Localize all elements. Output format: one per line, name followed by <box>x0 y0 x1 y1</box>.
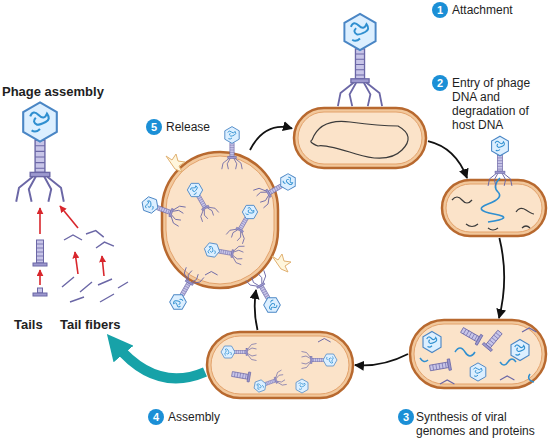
tail-fiber <box>440 380 454 384</box>
assembly-arrow <box>75 252 78 274</box>
phage <box>338 14 382 106</box>
phage <box>203 239 245 264</box>
phage <box>253 169 300 208</box>
tail-fiber <box>95 241 113 248</box>
callout-number: 2 <box>432 75 448 91</box>
stage-label: Entry of phage DNA and degradation of ho… <box>452 76 548 132</box>
tail-fiber <box>205 272 218 276</box>
stage-label: Attachment <box>452 3 548 17</box>
phage <box>246 270 285 317</box>
phage <box>488 136 512 186</box>
tail-fiber <box>500 376 514 380</box>
tail-fiber <box>64 235 82 240</box>
cell-wall <box>410 320 546 388</box>
callout-number: 5 <box>146 119 162 135</box>
tail-fiber <box>318 339 331 343</box>
cytoplasm <box>166 156 274 284</box>
phage <box>222 127 242 170</box>
host-cell: Entry of phage DNA and degradation of ho… <box>440 178 548 238</box>
part-label: Tails <box>14 317 43 332</box>
phage-head <box>423 332 441 353</box>
callout-number: 4 <box>148 409 164 425</box>
phage-dna <box>481 178 503 222</box>
host-dna <box>311 121 408 158</box>
panel-heading: Phage assembly <box>2 84 142 99</box>
phage-head <box>296 379 308 393</box>
phage-tail <box>459 325 483 345</box>
cycle-arrow <box>255 290 258 330</box>
assembly-arrow <box>60 206 78 228</box>
phage <box>165 267 204 314</box>
burst-mark <box>166 154 185 172</box>
stage-label: Synthesis of viral genomes and proteins <box>416 410 548 438</box>
tail-fiber <box>522 328 536 332</box>
assembly-detail-arrow <box>116 345 205 379</box>
phage <box>226 201 262 244</box>
phage-tail <box>429 359 451 374</box>
cycle-arrow <box>428 141 467 178</box>
assembly-arrow <box>102 256 104 276</box>
phage-tail <box>33 240 47 266</box>
phage-head <box>511 340 529 361</box>
tail-fiber <box>86 229 105 237</box>
cell-wall <box>207 332 353 398</box>
phage <box>221 344 257 361</box>
cycle-arrow <box>355 354 408 365</box>
assembly-arrow <box>39 270 41 285</box>
callout-number: 1 <box>432 2 448 18</box>
cytoplasm <box>446 184 542 232</box>
cytoplasm <box>211 336 349 394</box>
phage <box>139 193 186 227</box>
phage <box>16 102 64 201</box>
assembly-arrow <box>39 208 41 234</box>
cycle-arrow <box>499 238 504 318</box>
phage-tail <box>482 328 504 351</box>
phage <box>183 179 219 222</box>
cytoplasm <box>414 324 542 384</box>
baseplate <box>38 288 43 293</box>
phage-head <box>470 363 486 381</box>
burst-mark <box>272 254 291 272</box>
stage-label: Release <box>166 120 276 134</box>
cytoplasm <box>298 112 422 164</box>
cycle-arrow <box>250 127 292 150</box>
cell-wall <box>442 180 546 236</box>
stage-label: Assembly <box>168 410 278 424</box>
phage-tail <box>231 369 251 382</box>
cell-wall <box>294 108 426 168</box>
phage <box>302 352 338 369</box>
phage <box>251 370 286 395</box>
callout-number: 3 <box>398 409 414 425</box>
cell-outline <box>440 178 548 238</box>
tail-fiber-pieces <box>62 277 128 302</box>
baseplate <box>33 293 47 296</box>
part-label: Tail fibers <box>60 317 120 332</box>
